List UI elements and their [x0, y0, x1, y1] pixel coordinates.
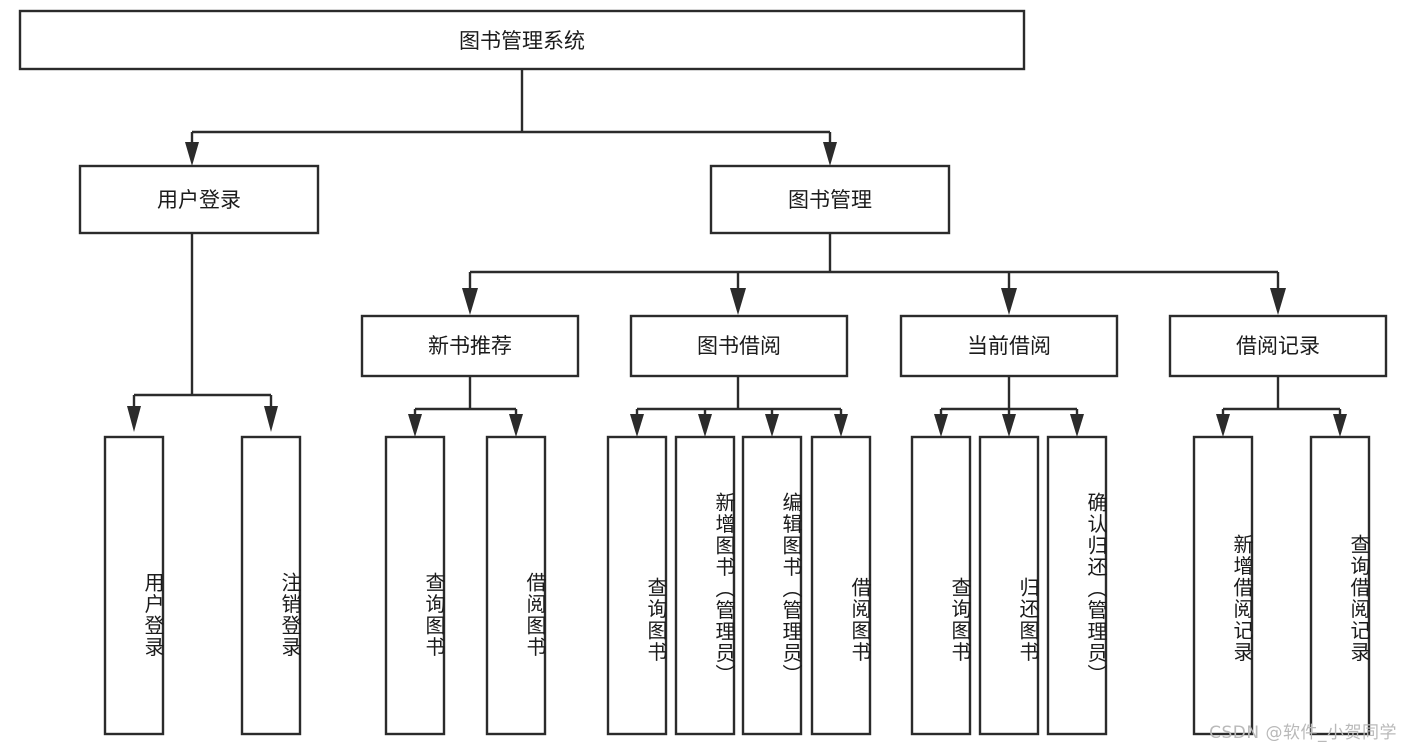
leaf-boxes-user-login: [103, 435, 302, 736]
node-root-box[interactable]: [18, 9, 1026, 71]
leaf-box-cb-1[interactable]: [978, 435, 1040, 736]
leaf-box-bb-1[interactable]: [674, 435, 736, 736]
arrow-head-leaf-cb-2: [1070, 414, 1084, 437]
arrow-head-leaf-br-1: [1333, 414, 1347, 437]
leaf-box-ul-0[interactable]: [103, 435, 165, 736]
node-borrow-record-box[interactable]: [1168, 314, 1388, 378]
leaf-box-nb-1[interactable]: [485, 435, 547, 736]
node-new-book-recommend[interactable]: 新书推荐: [360, 314, 580, 378]
arrow-head-new-book: [462, 288, 478, 315]
arrow-head-leaf-cb-0: [934, 414, 948, 437]
leaf-box-cb-0[interactable]: [910, 435, 972, 736]
arrow-head-book-borrow: [730, 288, 746, 315]
arrow-head-leaf-nb-0: [408, 414, 422, 437]
leaf-box-bb-3[interactable]: [810, 435, 872, 736]
node-borrow-record[interactable]: 借阅记录: [1168, 314, 1388, 378]
arrow-head-book-mgmt: [823, 142, 837, 166]
arrow-head-leaf-nb-1: [509, 414, 523, 437]
node-book-borrow-box[interactable]: [629, 314, 849, 378]
arrow-head-borrow-record: [1270, 288, 1286, 315]
leaf-boxes-book-borrow: [606, 435, 872, 736]
connectors-user-login-to-leaves: [127, 233, 278, 432]
node-user-login-label: 用户登录: [157, 188, 241, 212]
connectors-root-to-level2: [185, 69, 837, 166]
arrow-head-leaf-bb-1: [698, 414, 712, 437]
node-book-borrow[interactable]: 图书借阅: [629, 314, 849, 378]
node-book-management-box[interactable]: [709, 164, 951, 235]
node-root[interactable]: 图书管理系统: [18, 9, 1026, 71]
leaf-box-br-0[interactable]: [1192, 435, 1254, 736]
arrow-head-leaf-bb-3: [834, 414, 848, 437]
node-book-management-label: 图书管理: [788, 188, 872, 212]
connectors-book-borrow-to-leaves: [630, 376, 848, 437]
leaf-box-bb-2[interactable]: [741, 435, 803, 736]
arrow-head-leaf-cb-1: [1002, 414, 1016, 437]
connectors-current-borrow-to-leaves: [934, 376, 1084, 437]
arrow-head-leaf-bb-2: [765, 414, 779, 437]
node-book-management[interactable]: 图书管理: [709, 164, 951, 235]
leaf-boxes-new-book: [384, 435, 547, 736]
arrow-head-user-login: [185, 142, 199, 166]
arrow-head-leaf-ul-0: [127, 406, 141, 432]
leaf-box-bb-0[interactable]: [606, 435, 668, 736]
node-book-borrow-label: 图书借阅: [697, 334, 781, 358]
node-current-borrow-label: 当前借阅: [967, 334, 1051, 358]
leaf-box-ul-1[interactable]: [240, 435, 302, 736]
leaf-box-cb-2[interactable]: [1046, 435, 1108, 736]
arrow-head-leaf-bb-0: [630, 414, 644, 437]
leaf-box-br-1[interactable]: [1309, 435, 1371, 736]
leaf-boxes-current-borrow: [910, 435, 1108, 736]
leaf-box-nb-0[interactable]: [384, 435, 446, 736]
node-new-book-recommend-label: 新书推荐: [428, 334, 512, 358]
connectors-new-book-to-leaves: [408, 376, 523, 437]
node-new-book-recommend-box[interactable]: [360, 314, 580, 378]
node-user-login[interactable]: 用户登录: [78, 164, 320, 235]
node-borrow-record-label: 借阅记录: [1236, 334, 1320, 358]
arrow-head-leaf-br-0: [1216, 414, 1230, 437]
node-current-borrow[interactable]: 当前借阅: [899, 314, 1119, 378]
leaf-boxes-borrow-record: [1192, 435, 1371, 736]
node-root-label: 图书管理系统: [459, 29, 585, 53]
connectors-book-mgmt-to-level3: [462, 233, 1286, 315]
csdn-watermark: CSDN @软件_小贺同学: [1209, 723, 1397, 743]
arrow-head-leaf-ul-1: [264, 406, 278, 432]
node-current-borrow-box[interactable]: [899, 314, 1119, 378]
arrow-head-current-borrow: [1001, 288, 1017, 315]
connectors-borrow-record-to-leaves: [1216, 376, 1347, 437]
node-user-login-box[interactable]: [78, 164, 320, 235]
